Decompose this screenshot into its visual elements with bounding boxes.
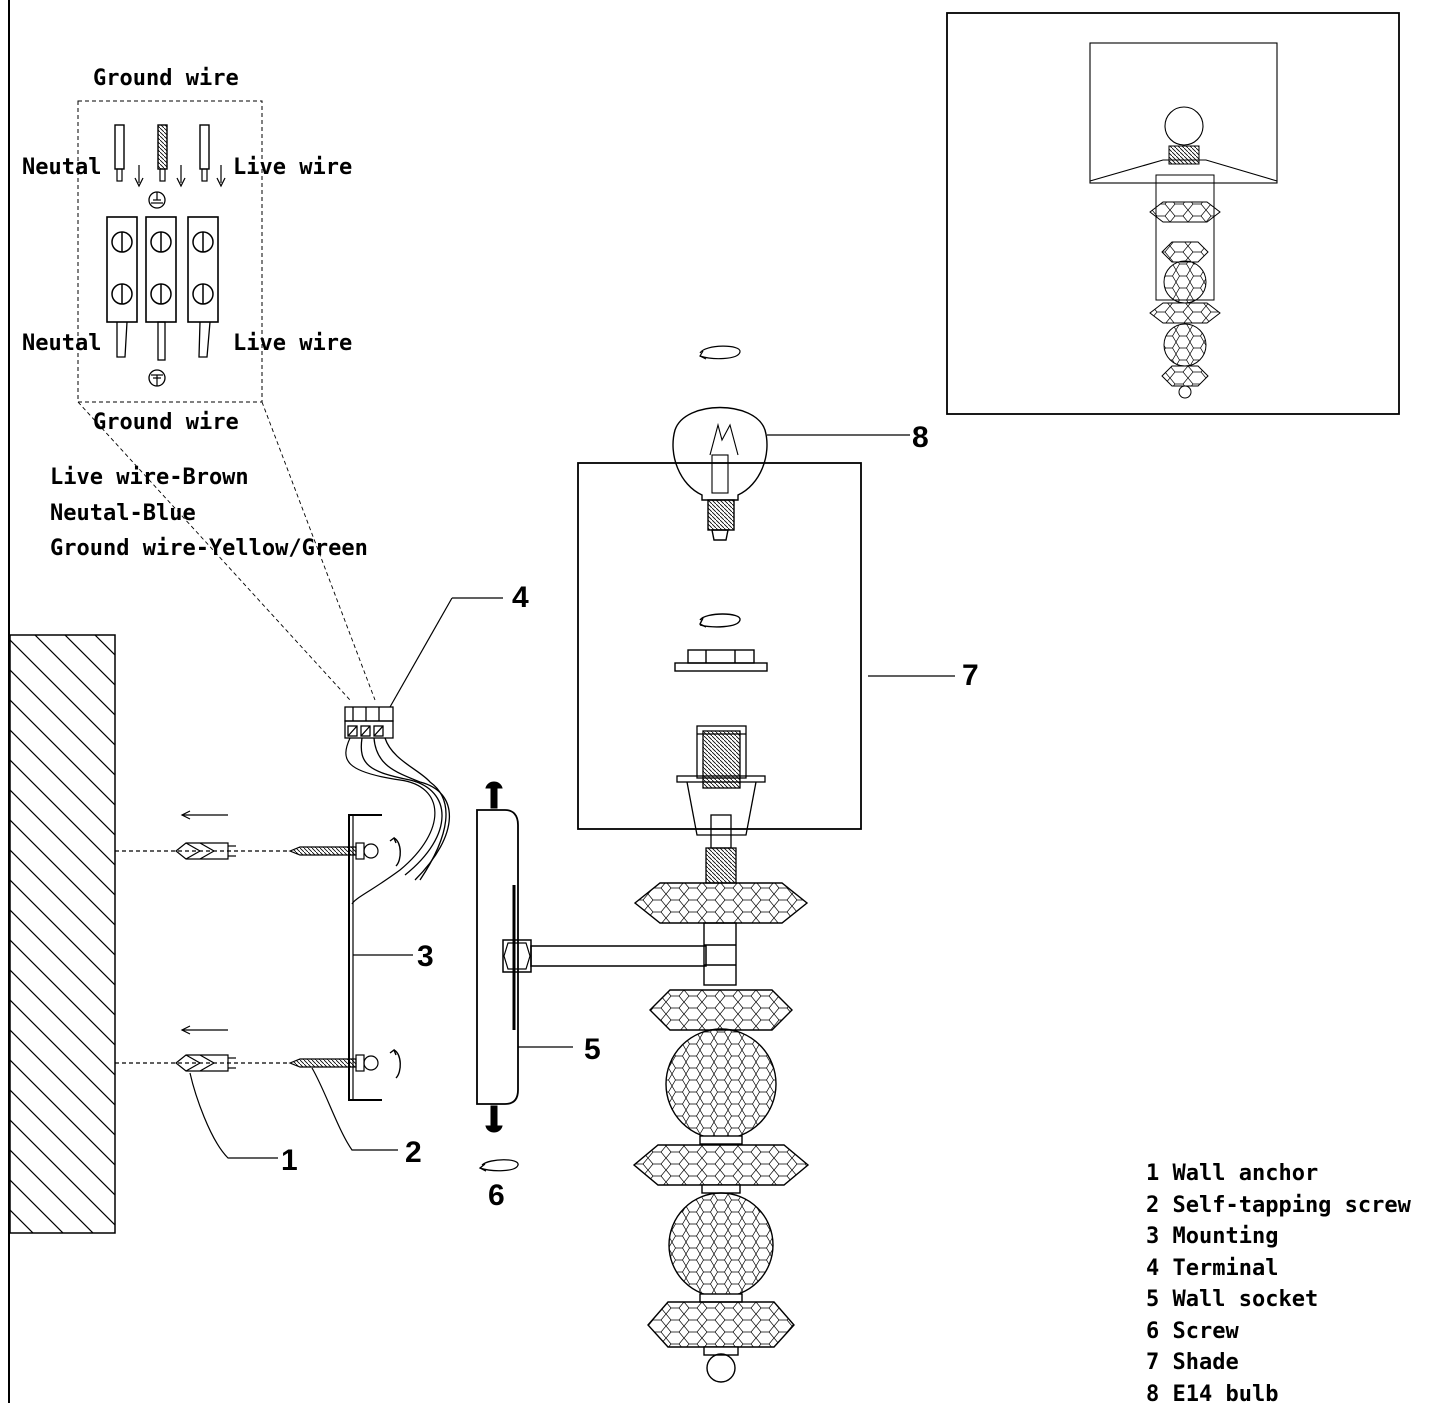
legend-item: 2 Self-tapping screw: [1146, 1190, 1411, 1222]
crystal-column: [634, 883, 808, 1382]
callout-4: 4: [512, 583, 529, 613]
terminal-block: [345, 707, 449, 904]
legend-item: 5 Wall socket: [1146, 1284, 1411, 1316]
assembled-view-inset: [947, 13, 1399, 414]
callout-2-leader: [312, 1068, 398, 1150]
live-wire-top-label: Live wire: [233, 157, 352, 179]
mounting-plate: [349, 815, 382, 1100]
wall-socket: [477, 782, 706, 1171]
callout-2: 2: [405, 1138, 422, 1168]
colour-code-live: Live wire-Brown: [50, 467, 249, 489]
callout-7: 7: [962, 661, 979, 691]
legend-item: 1 Wall anchor: [1146, 1158, 1411, 1190]
neutral-top-label: Neutal: [22, 157, 101, 179]
legend-item: 4 Terminal: [1146, 1253, 1411, 1285]
colour-code-neutral: Neutal-Blue: [50, 503, 196, 525]
wall-anchors-screws: [115, 811, 400, 1078]
live-wire-bottom-label: Live wire: [233, 333, 352, 355]
legend-item: 7 Shade: [1146, 1347, 1411, 1379]
wall: [10, 635, 115, 1233]
callout-4-leader: [390, 598, 452, 707]
legend-item: 3 Mounting: [1146, 1221, 1411, 1253]
colour-code-ground: Ground wire-Yellow/Green: [50, 538, 368, 560]
callout-3: 3: [417, 942, 434, 972]
neutral-bottom-label: Neutal: [22, 333, 101, 355]
shade-ring: [675, 614, 767, 671]
lamp-holder: [677, 726, 765, 883]
callout-6: 6: [488, 1181, 505, 1211]
e14-bulb: [673, 346, 767, 540]
callout-8: 8: [912, 423, 929, 453]
ground-wire-bottom-label: Ground wire: [93, 412, 239, 434]
ground-wire-top-label: Ground wire: [93, 68, 239, 90]
parts-legend: 1 Wall anchor 2 Self-tapping screw 3 Mou…: [1146, 1158, 1411, 1410]
legend-item: 8 E14 bulb: [1146, 1379, 1411, 1410]
callout-1-leader: [190, 1073, 278, 1158]
callout-1: 1: [281, 1146, 298, 1176]
legend-item: 6 Screw: [1146, 1316, 1411, 1348]
callout-5: 5: [584, 1035, 601, 1065]
wiring-detail: [78, 101, 375, 700]
